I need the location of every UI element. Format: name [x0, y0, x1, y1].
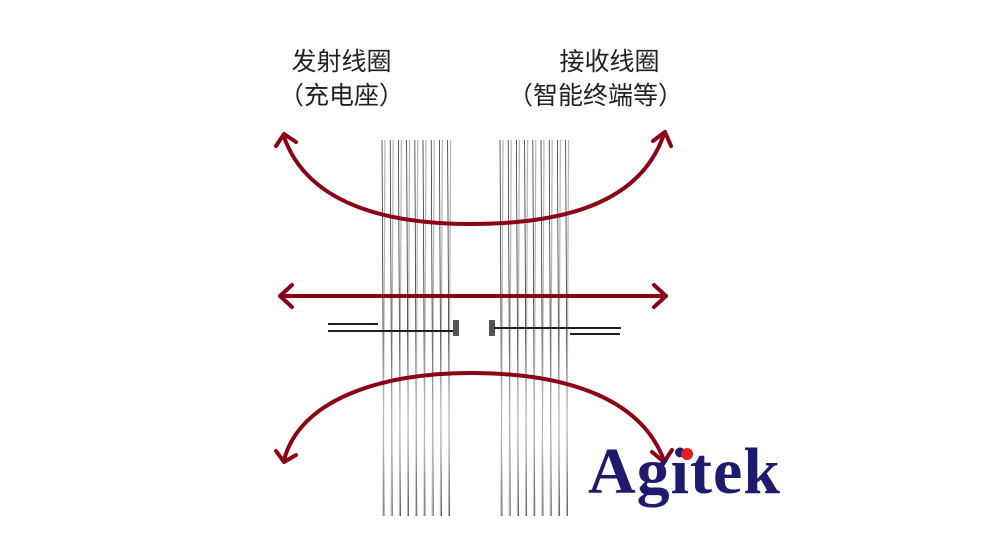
receiver-subtitle: （智能终端等）: [508, 81, 684, 110]
receiver-coil-label: 接收线圈 （智能终端等）: [508, 45, 683, 113]
arrowhead-middle-right-icon: [652, 283, 668, 309]
arrowhead-lower-right-icon: [650, 448, 674, 464]
receiver-leads: [494, 327, 621, 335]
receiver-terminal: [489, 320, 495, 336]
logo-red-dot-icon: [681, 448, 693, 460]
agitek-logo: Agitek: [588, 435, 781, 508]
arrowhead-upper-left-icon: [274, 132, 298, 148]
arrowhead-upper-right-icon: [651, 130, 673, 148]
transmitter-title: 发射线圈: [291, 47, 392, 76]
transmitter-coil: [381, 139, 452, 517]
transmitter-coil-label: 发射线圈 （充电座）: [279, 45, 404, 113]
lower-field-arc: [282, 371, 665, 462]
transmitter-terminal: [453, 320, 459, 336]
upper-field-arc: [282, 132, 666, 226]
transmitter-leads: [328, 323, 456, 332]
arrowhead-lower-left-icon: [274, 449, 298, 464]
transmitter-subtitle: （充电座）: [279, 81, 405, 110]
receiver-title: 接收线圈: [559, 47, 660, 76]
arrowhead-middle-left-icon: [278, 283, 294, 309]
